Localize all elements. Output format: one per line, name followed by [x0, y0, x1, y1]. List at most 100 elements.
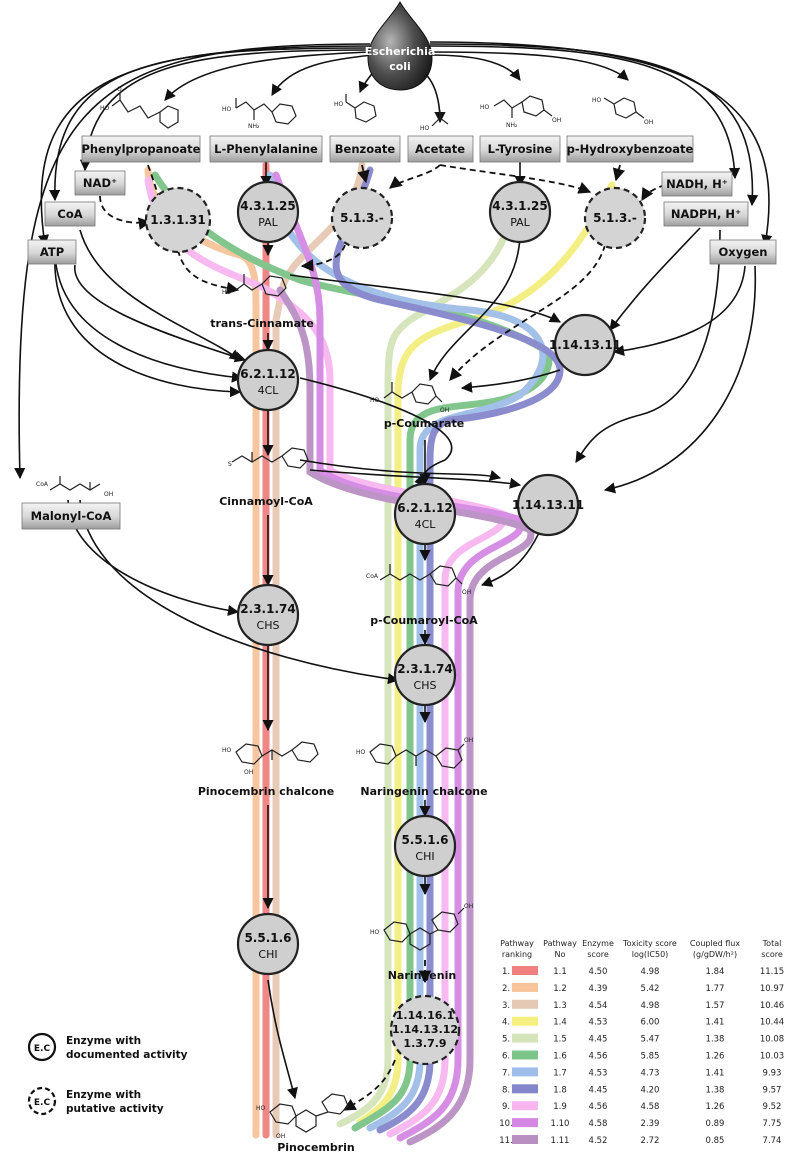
intermediate-structures: HO HO OH S CoA OH H	[222, 274, 473, 1140]
row-flux: 1.38	[706, 1035, 725, 1045]
putative-enzyme-icon	[27, 1086, 57, 1116]
row-rank: 9.	[502, 1102, 510, 1112]
row-no: 1.4	[553, 1018, 567, 1028]
enzyme-4-3-1-25-pal-a: 4.3.1.25 PAL	[236, 180, 300, 244]
pinocembrin-chalcone-oh: OH	[244, 769, 253, 776]
acetate-label: Acetate	[415, 142, 465, 156]
cinnamoyl-coa-structure: S	[228, 447, 309, 469]
legend-putative-line1: Enzyme with	[66, 1089, 141, 1101]
header-enzyme-2: score	[587, 950, 609, 959]
enzyme-5-5-1-6-chi-b: 5.5.1.6 CHI	[393, 814, 457, 878]
enzyme-7-name: 4CL	[258, 384, 280, 397]
row-no: 1.8	[553, 1085, 567, 1095]
acetate-box	[407, 135, 474, 163]
hydroxybenzoate-ho: HO	[592, 97, 602, 104]
reaction-arrows	[54, 162, 757, 1111]
header-ranking-2: ranking	[502, 950, 532, 959]
substrate-boxes: Phenylpropanoate L-Phenylalanine Benzoat…	[82, 135, 694, 163]
enzyme-10-name: CHS	[257, 619, 280, 632]
hydroxybenzoate-oh: OH	[644, 119, 653, 126]
row-enzyme: 4.45	[589, 1085, 608, 1095]
ecoli-label-line2: coli	[389, 60, 411, 73]
phenylalanine-nh2: NH₂	[248, 123, 260, 130]
row-flux: 1.84	[706, 967, 725, 977]
acetate-ho: HO	[420, 125, 430, 132]
enzyme-4-name: PAL	[510, 216, 530, 229]
benzoate-label: Benzoate	[335, 142, 396, 156]
phenylpropanoate-structure: O HO	[100, 86, 179, 129]
nadph-box	[663, 201, 749, 227]
row-no: 1.7	[553, 1068, 567, 1078]
row-enzyme: 4.45	[589, 1035, 608, 1045]
enzyme-10-ec: 2.3.1.74	[240, 602, 295, 616]
cinnamoyl-coa-label: Cinnamoyl-CoA	[219, 495, 313, 508]
enzyme-8-ec: 6.2.1.12	[397, 501, 452, 515]
enzyme-1-ec: 1.3.1.31	[150, 213, 205, 227]
enzyme-13-name: CHI	[258, 948, 277, 961]
band-1-2	[144, 166, 260, 1139]
row-flux: 0.85	[706, 1136, 725, 1146]
row-toxicity: 5.85	[641, 1052, 660, 1062]
pinocembrin-chalcone-ho: HO	[222, 747, 232, 754]
band-1-4	[356, 181, 616, 1126]
p-coumarate-oh: OH	[440, 407, 449, 414]
row-toxicity: 2.39	[641, 1119, 660, 1129]
acetate-structure: HO	[420, 110, 449, 132]
substrate-structures: O HO HO NH₂ HO HO HO NH₂	[100, 86, 653, 132]
enzyme-14-ec1: 1.14.16.1	[396, 1009, 454, 1022]
p-coumaroyl-coa-structure: CoA OH	[366, 564, 471, 596]
row-no: 1.2	[553, 984, 567, 994]
naringenin-structure: HO OH	[370, 903, 473, 951]
enzyme-1-3-1-31: 1.3.1.31	[144, 186, 212, 254]
p-coumaroyl-coa-oh: OH	[462, 589, 471, 596]
row-rank: 10.	[499, 1119, 513, 1129]
row-total: 11.15	[760, 967, 784, 977]
row-total: 10.44	[760, 1018, 784, 1028]
row-flux: 1.41	[706, 1068, 725, 1078]
enzyme-5-1-3-b: 5.1.3.-	[583, 186, 647, 250]
enzyme-8-name: 4CL	[415, 518, 437, 531]
row-color-swatch	[512, 1084, 538, 1094]
row-enzyme: 4.50	[589, 967, 608, 977]
header-flux-1: Coupled flux	[690, 939, 741, 948]
legend-putative: E.C Enzyme with putative activity	[27, 1086, 164, 1116]
oxygen-label: Oxygen	[719, 245, 768, 259]
row-toxicity: 5.47	[641, 1035, 660, 1045]
enzyme-2-ec: 4.3.1.25	[240, 199, 295, 213]
row-flux: 1.38	[706, 1085, 725, 1095]
source-arrows	[14, 41, 773, 480]
row-enzyme: 4.53	[589, 1068, 608, 1078]
pinocembrin-chalcone-structure: HO OH	[222, 741, 319, 776]
row-rank: 8.	[502, 1085, 510, 1095]
pinocembrin-oh: OH	[276, 1133, 285, 1140]
cinnamoyl-coa-s: S	[228, 461, 232, 468]
pathway-bands	[144, 161, 616, 1146]
row-toxicity: 2.72	[641, 1136, 660, 1146]
benzoate-structure: HO	[334, 94, 377, 123]
legend-documented-symbol: E.C	[34, 1044, 51, 1054]
naringenin-oh: OH	[464, 903, 473, 910]
header-ranking-1: Pathway	[500, 939, 534, 948]
row-no: 1.11	[551, 1136, 570, 1146]
enzyme-legend: E.C Enzyme with documented activity E.C …	[27, 1032, 188, 1116]
phenylalanine-structure: HO NH₂	[222, 98, 297, 130]
row-rank: 1.	[502, 967, 510, 977]
compound-labels: trans-Cinnamate p-Coumarate Cinnamoyl-Co…	[198, 317, 488, 1154]
row-rank: 3.	[502, 1001, 510, 1011]
legend-documented: E.C Enzyme with documented activity	[27, 1032, 188, 1062]
naringenin-chalcone-label: Naringenin chalcone	[360, 785, 487, 798]
naringenin-chalcone-oh: OH	[464, 737, 473, 744]
enzyme-13-ec: 5.5.1.6	[244, 931, 291, 945]
nadph-label: NADPH, H⁺	[671, 207, 741, 221]
trans-cinnamate-label: trans-Cinnamate	[210, 317, 314, 330]
row-color-swatch	[512, 999, 538, 1009]
nadh-label: NADH, H⁺	[666, 177, 728, 191]
legend-putative-line2: putative activity	[66, 1103, 164, 1115]
trans-cinnamate-ho: HO	[222, 289, 232, 296]
malonyl-coa-structure: CoA OH	[36, 476, 113, 498]
